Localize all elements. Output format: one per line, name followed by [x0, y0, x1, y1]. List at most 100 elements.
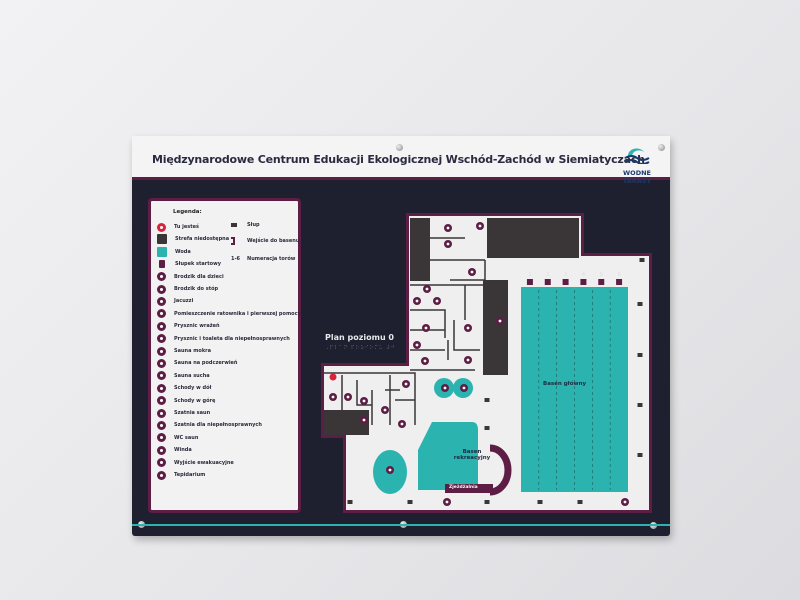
- legend-label: Sauna mokra: [174, 348, 212, 354]
- facility-icon-glyph: [331, 395, 335, 399]
- lane-number: 3: [564, 272, 567, 278]
- facility-icon-glyph: [383, 408, 387, 412]
- rec-pool-label: Basen rekreacyjny: [453, 449, 491, 461]
- water-slide: [489, 444, 512, 496]
- facility-icon-glyph: [466, 358, 470, 362]
- facility-icon-glyph: [362, 399, 366, 403]
- legend-item: Schody w dół: [157, 383, 211, 393]
- pillar: [637, 302, 643, 306]
- legend-item: Sauna sucha: [157, 371, 210, 381]
- lane-number: 2: [546, 272, 549, 278]
- facility-icon-glyph: [446, 226, 450, 230]
- wet-sauna-icon: [157, 346, 166, 356]
- lane-number: 6: [617, 272, 620, 278]
- you-are-here-icon: [157, 222, 166, 232]
- legend-item: Wyjście ewakuacyjne: [157, 458, 234, 468]
- facility-icon-glyph: [443, 386, 447, 390]
- mounting-bolt: [658, 144, 665, 151]
- pillar: [484, 398, 490, 402]
- legend-label: Szatnia saun: [174, 410, 211, 416]
- facility-icon-glyph: [415, 343, 419, 347]
- restricted-area: [487, 218, 579, 258]
- facility-icon-glyph: [362, 418, 366, 422]
- legend-item: Brodzik do stóp: [157, 284, 218, 294]
- you-are-here-marker: [329, 373, 337, 381]
- facility-icon-glyph: [446, 242, 450, 246]
- pillar: [484, 500, 490, 504]
- facility-icon-glyph: [466, 326, 470, 330]
- pillar: [537, 500, 543, 504]
- facility-icon-glyph: [478, 224, 482, 228]
- tepidarium-icon: [157, 470, 166, 480]
- kids-pool-icon: [157, 272, 166, 282]
- legend-label: Sauna sucha: [174, 372, 210, 379]
- infrared-sauna-icon: [157, 358, 166, 368]
- legend-label: Strefa niedostępna: [175, 236, 230, 243]
- water-swatch-icon: [157, 246, 167, 257]
- facility-icon-glyph: [388, 468, 392, 472]
- legend-item: Schody w górę: [157, 396, 215, 406]
- legend-item: Pomieszczenie ratownika i pierwszej pomo…: [157, 309, 301, 319]
- legend-label: Brodzik do stóp: [174, 286, 219, 292]
- starting-block-icon: [159, 260, 165, 269]
- experience-shower-icon: [157, 321, 166, 331]
- logo-text: WODNE TARASY: [622, 169, 652, 185]
- restricted-area-swatch-icon: [157, 234, 167, 245]
- facility-icon-glyph: [425, 287, 429, 291]
- legend-item: Prysznic wrażeń: [157, 321, 220, 331]
- legend-item: Sauna na podczerwień: [157, 358, 238, 368]
- jacuzzi-icon: [157, 296, 166, 306]
- accessible-locker-icon: [157, 420, 166, 430]
- lane-number: 4: [582, 272, 585, 278]
- pillar-icon: [231, 223, 237, 227]
- facility-icon-glyph: [435, 299, 439, 303]
- recreational-pool: [418, 422, 478, 490]
- legend-label: Pomieszczenie ratownika i pierwszej pomo…: [174, 310, 301, 317]
- mounting-bolt: [396, 144, 403, 151]
- legend-item: WC saun: [157, 433, 198, 443]
- pool-entrance-icon: [231, 237, 235, 245]
- wodne-tarasy-logo: WODNE TARASY: [612, 144, 662, 185]
- legend-label: Woda: [175, 248, 191, 255]
- legend-item: Szatnia saun: [157, 408, 210, 418]
- pillar: [484, 426, 490, 430]
- restricted-area: [483, 280, 508, 375]
- facility-icon-glyph: [415, 299, 419, 303]
- legend-label: Prysznic i toaleta dla niepełnosprawnych: [174, 335, 290, 342]
- legend-label: Winda: [174, 447, 192, 454]
- facility-icon-glyph: [423, 359, 427, 363]
- legend-label: Sauna na podczerwień: [174, 360, 238, 367]
- main-pool-label: Basen główny: [543, 381, 587, 387]
- teal-stripe: [132, 524, 670, 526]
- pillar: [407, 500, 413, 504]
- first-aid-icon: [157, 309, 166, 319]
- pillar: [347, 500, 353, 504]
- level-label: Plan poziomu 0: [325, 333, 394, 342]
- pillar: [637, 403, 643, 407]
- facility-icon-glyph: [498, 319, 502, 323]
- stairs-down-icon: [157, 383, 166, 393]
- pillar: [637, 453, 643, 457]
- legend-item: Woda: [157, 246, 191, 257]
- sauna-locker-icon: [157, 408, 166, 418]
- legend-item: Jacuzzi: [157, 296, 193, 306]
- sign-header: Międzynarodowe Centrum Edukacji Ekologic…: [132, 136, 670, 185]
- wave-logo-icon: [624, 148, 650, 165]
- main-pool: [521, 287, 628, 492]
- facility-icon-glyph: [400, 422, 404, 426]
- legend-item: Tepidarium: [157, 470, 205, 480]
- legend-label: Szatnia dla niepełnosprawnych: [174, 422, 262, 429]
- legend-item: Prysznic i toaleta dla niepełnosprawnych: [157, 334, 290, 344]
- legend-label: Schody w górę: [174, 397, 216, 404]
- legend-label: WC saun: [174, 434, 199, 441]
- legend-item: Słupek startowy: [157, 259, 221, 269]
- legend-label: Brodzik dla dzieci: [174, 273, 224, 280]
- legend-title: Legenda:: [173, 209, 202, 215]
- starting-block: [544, 279, 551, 285]
- starting-block: [616, 279, 623, 285]
- legend-item: Tu jesteś: [157, 222, 199, 232]
- restricted-area: [410, 218, 430, 281]
- pillar: [639, 258, 645, 262]
- slide-label: Zjeżdżalnia: [449, 485, 478, 490]
